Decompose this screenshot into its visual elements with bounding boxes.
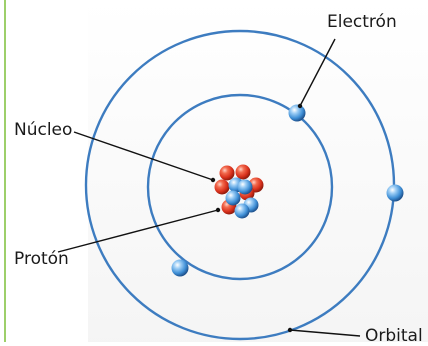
neutron-particle: [237, 179, 253, 195]
left-margin-rule: [4, 0, 6, 342]
electron-label: Electrón: [327, 12, 397, 32]
electron-bottom-left: [171, 259, 189, 277]
proton-label: Protón: [14, 249, 69, 269]
proton-leader-line: [57, 209, 219, 253]
proton-leader-dot: [215, 207, 221, 213]
orbital-leader-line: [289, 329, 361, 337]
inner-orbit: [146, 93, 334, 281]
neutron-particle: [225, 190, 241, 206]
proton-particle: [214, 179, 230, 195]
proton-particle: [219, 165, 235, 181]
nucleus: [214, 164, 264, 219]
proton-particle: [235, 164, 251, 180]
nucleus-leader-dot: [210, 177, 216, 183]
electron-top: [288, 104, 306, 122]
electron-right: [386, 184, 404, 202]
orbital-leader-dot: [287, 327, 293, 333]
nucleus-leader-line: [73, 131, 214, 181]
nucleus-label: Núcleo: [14, 120, 73, 140]
electron-leader-line: [299, 38, 336, 107]
orbital-label: Orbital: [365, 326, 423, 346]
electron-leader-dot: [297, 103, 303, 109]
neutron-particle: [234, 203, 250, 219]
background-shade: [88, 0, 428, 342]
